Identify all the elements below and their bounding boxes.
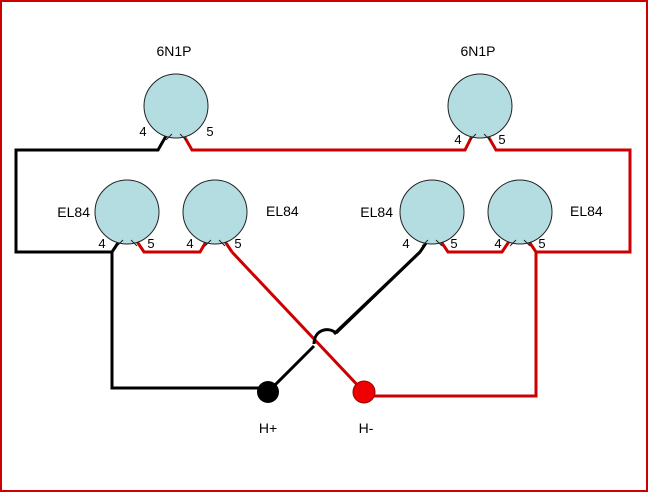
wire-red-6n1p-link: [182, 135, 474, 152]
tube-envelope: [399, 179, 465, 245]
pin-lead-4: [116, 239, 124, 247]
tube-6n1p-right: 6N1P 4 5: [447, 43, 513, 147]
wire-black-diagonal-upper: [334, 250, 422, 335]
pin-label-4: 4: [98, 236, 105, 251]
pin-lead-5: [523, 239, 531, 247]
pin-lead-4: [469, 133, 477, 141]
tube-el84-3: EL84 4 5: [360, 179, 465, 251]
pin-label-4: 4: [186, 236, 193, 251]
pin-label-5: 5: [206, 124, 213, 139]
tube-envelope: [94, 179, 160, 245]
tube-label: EL84: [570, 203, 603, 219]
pin-label-5: 5: [147, 236, 154, 251]
terminal-hplus-label: H+: [259, 420, 277, 436]
tube-label: 6N1P: [460, 43, 495, 59]
wire-black-el84-1-to-hplus: [110, 252, 268, 390]
pin-lead-4: [204, 239, 212, 247]
tube-el84-2: EL84 4 5: [182, 179, 299, 251]
tube-label: EL84: [360, 204, 393, 220]
wire-red-el84-4-to-hminus: [364, 252, 538, 398]
wire-red-diagonal: [230, 250, 366, 394]
terminal-hminus: [352, 380, 376, 404]
pin-lead-5: [130, 239, 138, 247]
tube-envelope: [487, 179, 553, 245]
wire-black-hop: [312, 328, 337, 345]
pin-label-5: 5: [234, 236, 241, 251]
tube-envelope: [143, 73, 209, 139]
pin-label-5: 5: [450, 236, 457, 251]
pin-lead-5: [218, 239, 226, 247]
pin-label-4: 4: [454, 132, 461, 147]
pin-label-5: 5: [538, 236, 545, 251]
wire-red-el84-1-2: [134, 239, 209, 254]
wire-black-6n1p-el84-1: [14, 135, 168, 254]
pin-label-4: 4: [139, 124, 146, 139]
tube-label: 6N1P: [156, 43, 191, 59]
wire-red-el84-3-4: [438, 239, 512, 254]
pin-label-4: 4: [402, 236, 409, 251]
tube-envelope: [447, 73, 513, 139]
tube-envelope: [182, 179, 248, 245]
terminal-hplus: [257, 381, 279, 403]
tube-el84-1: EL84 4 5: [57, 179, 160, 251]
tube-label: EL84: [266, 203, 299, 219]
tube-6n1p-left: 6N1P 4 5: [139, 43, 214, 141]
pin-lead-4: [509, 239, 517, 247]
pin-lead-4: [165, 133, 173, 141]
tube-el84-4: EL84 4 5: [487, 179, 603, 251]
pin-lead-5: [435, 239, 443, 247]
pin-label-5: 5: [498, 132, 505, 147]
tube-label: EL84: [57, 204, 90, 220]
terminal-hminus-label: H-: [359, 420, 374, 436]
pin-lead-5: [483, 133, 491, 141]
pin-lead-5: [179, 133, 187, 141]
pin-lead-4: [421, 239, 429, 247]
pin-label-4: 4: [494, 236, 501, 251]
wire-red-6n1p-right-loop: [486, 135, 632, 254]
